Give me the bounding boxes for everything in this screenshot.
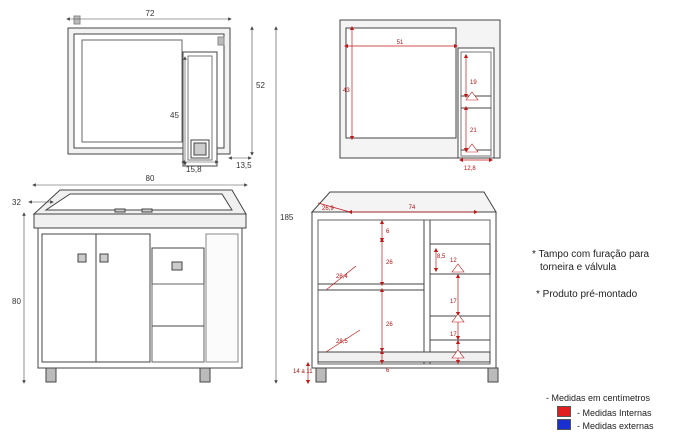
lower-depth-label: 28,5 (336, 339, 348, 345)
vanity-internal-view (310, 191, 499, 383)
vanity-external-view (32, 189, 247, 383)
pre-assembled-note: * Produto pré-montado (536, 289, 638, 300)
mirror-width-label: 72 (146, 9, 155, 18)
vanity-depth-markers (451, 263, 465, 359)
vanity-height-label: 80 (12, 297, 21, 306)
tampo-note-line1: * Tampo com furação para (532, 249, 650, 260)
niche-one-label: 12 (450, 258, 457, 264)
mirror-cabinet-internal-view (339, 19, 501, 159)
vanity-internal-red-lines (305, 202, 479, 385)
mirror-internal-depth-label: 12,8 (464, 166, 476, 172)
legend-external-swatch (557, 419, 571, 430)
internal-depth-label: 26,9 (322, 206, 334, 212)
bottom-gap-label: 6 (386, 368, 390, 374)
lower-height-label: 26 (386, 322, 393, 328)
mirror-cabinet-width-label: 15,8 (186, 165, 202, 174)
mirror-internal-red-lines (343, 25, 494, 163)
shelf-gap-top-label: 6 (386, 229, 390, 235)
drawer-height-label: 8,5 (437, 254, 446, 260)
legend-internal: - Medidas Internas (557, 406, 652, 418)
legend-internal-label: - Medidas Internas (577, 408, 652, 418)
tampo-note: * Tampo com furação para torneira e válv… (532, 248, 649, 274)
niche-three-label: 17 (450, 332, 457, 338)
legend-external: - Medidas externas (557, 419, 654, 431)
mirror-cabinet-external-view (67, 15, 231, 167)
niche-two-label: 17 (450, 299, 457, 305)
mirror-shelf-top-label: 19 (470, 80, 477, 86)
upper-height-label: 26 (386, 260, 393, 266)
legend-units: - Medidas em centímetros (546, 393, 651, 403)
mirror-internal-height-label: 43 (343, 88, 350, 94)
mirror-internal-width-label: 51 (397, 40, 404, 46)
vanity-depth-label: 32 (12, 198, 21, 207)
mirror-cabinet-height-label: 45 (170, 111, 179, 120)
mirror-cabinet-depth-label: 13,5 (236, 161, 252, 170)
mirror-shelf-depth-markers (465, 91, 479, 153)
tampo-note-line2: torneira e válvula (540, 262, 617, 273)
vanity-dimension-lines (22, 26, 278, 384)
internal-width-label: 74 (409, 205, 416, 211)
feet-height-label: 14 a 11 (293, 369, 313, 375)
upper-depth-label: 28,4 (336, 274, 348, 280)
legend-internal-swatch (557, 406, 571, 417)
mirror-dimension-lines (66, 17, 254, 166)
legend-external-label: - Medidas externas (577, 421, 654, 431)
mirror-shelf-bottom-label: 21 (470, 128, 477, 134)
mirror-height-label: 52 (256, 81, 265, 90)
vanity-width-label: 80 (146, 174, 155, 183)
total-height-label: 185 (280, 213, 294, 222)
